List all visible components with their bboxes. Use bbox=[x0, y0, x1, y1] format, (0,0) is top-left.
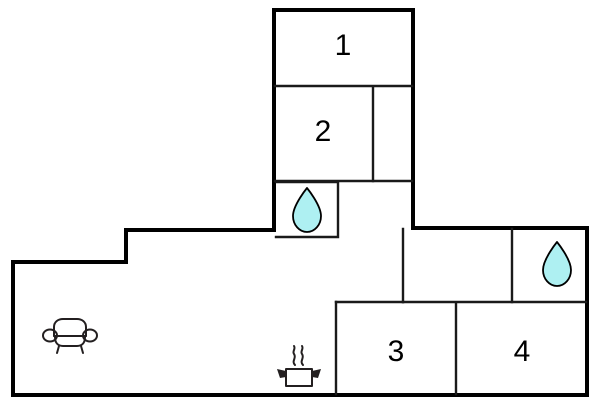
water-drop-icon bbox=[542, 241, 572, 287]
pot-handle-right bbox=[312, 369, 321, 378]
room-label-4: 4 bbox=[514, 335, 531, 368]
room-label-3: 3 bbox=[388, 335, 405, 368]
water-drop-icon bbox=[292, 187, 322, 233]
water-drop-shape bbox=[292, 187, 322, 233]
pot-steam-left bbox=[292, 345, 296, 366]
sofa-skirt bbox=[54, 336, 86, 347]
pot-handle-left bbox=[277, 369, 286, 378]
pot-steam-right bbox=[300, 345, 304, 366]
pot-body bbox=[285, 368, 313, 387]
cooking-pot-icon bbox=[277, 345, 321, 387]
sofa-icon bbox=[42, 318, 98, 354]
sofa-leg-left bbox=[56, 345, 60, 354]
room-label-2: 2 bbox=[315, 115, 332, 148]
sofa-backrest bbox=[53, 318, 87, 337]
water-drop-shape bbox=[542, 241, 572, 287]
building-outline bbox=[11, 8, 589, 397]
wall-bathroom-upper bbox=[274, 180, 340, 239]
sofa-leg-right bbox=[80, 345, 84, 354]
room-label-1: 1 bbox=[335, 29, 352, 62]
